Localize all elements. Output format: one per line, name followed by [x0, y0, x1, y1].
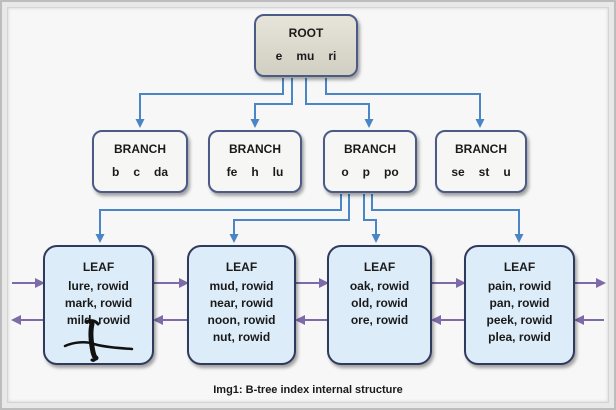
- figure-caption: Img1: B-tree index internal structure: [213, 384, 403, 396]
- branch-title: BRANCH: [344, 142, 396, 156]
- ink-scribble: [63, 319, 134, 362]
- root-title: ROOT: [288, 26, 324, 40]
- branch-keys: b c da: [94, 165, 186, 179]
- branch-key: b: [111, 165, 120, 179]
- leaf-entry: nut, rowid: [212, 330, 271, 344]
- leaf-node-3: LEAF oak, rowid old, rowid ore, rowid: [327, 245, 432, 365]
- branch-keys: o p po: [325, 165, 415, 179]
- leaf-entry: pain, rowid: [487, 279, 552, 293]
- branch-title: BRANCH: [114, 142, 166, 156]
- leaf-title: LEAF: [503, 260, 536, 274]
- branch-keys: se st u: [437, 165, 525, 179]
- branch-key: u: [503, 165, 511, 179]
- leaf-entries: mud, rowid near, rowid noon, rowid nut, …: [189, 278, 294, 346]
- connector-root-branch-2: [250, 78, 293, 128]
- branch-title: BRANCH: [455, 142, 507, 156]
- leaf-node-2: LEAF mud, rowid near, rowid noon, rowid …: [187, 245, 296, 365]
- branch-node-1: BRANCH b c da: [92, 130, 188, 193]
- branch-key: o: [341, 165, 349, 179]
- leaf-entry: mud, rowid: [209, 279, 274, 293]
- leaf-entries: oak, rowid old, rowid ore, rowid: [329, 278, 430, 329]
- leaf-title: LEAF: [82, 260, 115, 274]
- connector-branch-leaf-3: [363, 194, 381, 243]
- leaf-entry: pan, rowid: [489, 296, 550, 310]
- leaf-entry: old, rowid: [351, 296, 408, 310]
- root-key: ri: [328, 49, 337, 63]
- branch-keys: fe h lu: [210, 165, 300, 179]
- branch-to-leaf-connectors: [95, 194, 524, 243]
- branch-node-4: BRANCH se st u: [435, 130, 527, 193]
- leaf-entries: pain, rowid pan, rowid peek, rowid plea,…: [466, 278, 573, 346]
- leaf-entry: plea, rowid: [488, 330, 551, 344]
- connector-root-branch-3: [305, 78, 374, 128]
- leaf-entry: mark, rowid: [64, 296, 133, 310]
- branch-key: c: [133, 165, 140, 179]
- leaf-entry: near, rowid: [209, 296, 274, 310]
- root-node: ROOT e mu ri: [254, 14, 358, 77]
- leaf-entry: ore, rowid: [350, 313, 409, 327]
- branch-key: h: [251, 165, 259, 179]
- root-keys: e mu ri: [256, 49, 356, 63]
- branch-node-3: BRANCH o p po: [323, 130, 417, 193]
- leaf-entry: mild, rowid: [66, 313, 131, 327]
- branch-key: st: [478, 165, 490, 179]
- connector-root-branch-4: [325, 78, 485, 128]
- leaf-title: LEAF: [225, 260, 258, 274]
- leaf-link-arrows: [11, 278, 606, 325]
- leaf-entry: peek, rowid: [486, 313, 553, 327]
- leaf-entry: oak, rowid: [349, 279, 410, 293]
- connector-branch-leaf-4: [371, 194, 524, 243]
- branch-key: p: [362, 165, 370, 179]
- root-key: e: [275, 49, 283, 63]
- branch-key: po: [384, 165, 399, 179]
- leaf-entries: lure, rowid mark, rowid mild, rowid: [45, 278, 152, 329]
- connector-root-branch-1: [135, 78, 284, 128]
- connector-branch-leaf-2: [229, 194, 350, 243]
- branch-key: fe: [226, 165, 238, 179]
- branch-node-2: BRANCH fe h lu: [208, 130, 302, 193]
- leaf-entry: lure, rowid: [68, 279, 129, 293]
- branch-key: se: [451, 165, 465, 179]
- leaf-entry: noon, rowid: [207, 313, 276, 327]
- root-key: mu: [296, 49, 315, 63]
- branch-key: da: [154, 165, 169, 179]
- root-to-branch-connectors: [135, 78, 485, 128]
- connector-branch-leaf-1: [95, 194, 342, 243]
- branch-title: BRANCH: [229, 142, 281, 156]
- leaf-node-4: LEAF pain, rowid pan, rowid peek, rowid …: [464, 245, 575, 365]
- leaf-title: LEAF: [363, 260, 396, 274]
- branch-key: lu: [272, 165, 284, 179]
